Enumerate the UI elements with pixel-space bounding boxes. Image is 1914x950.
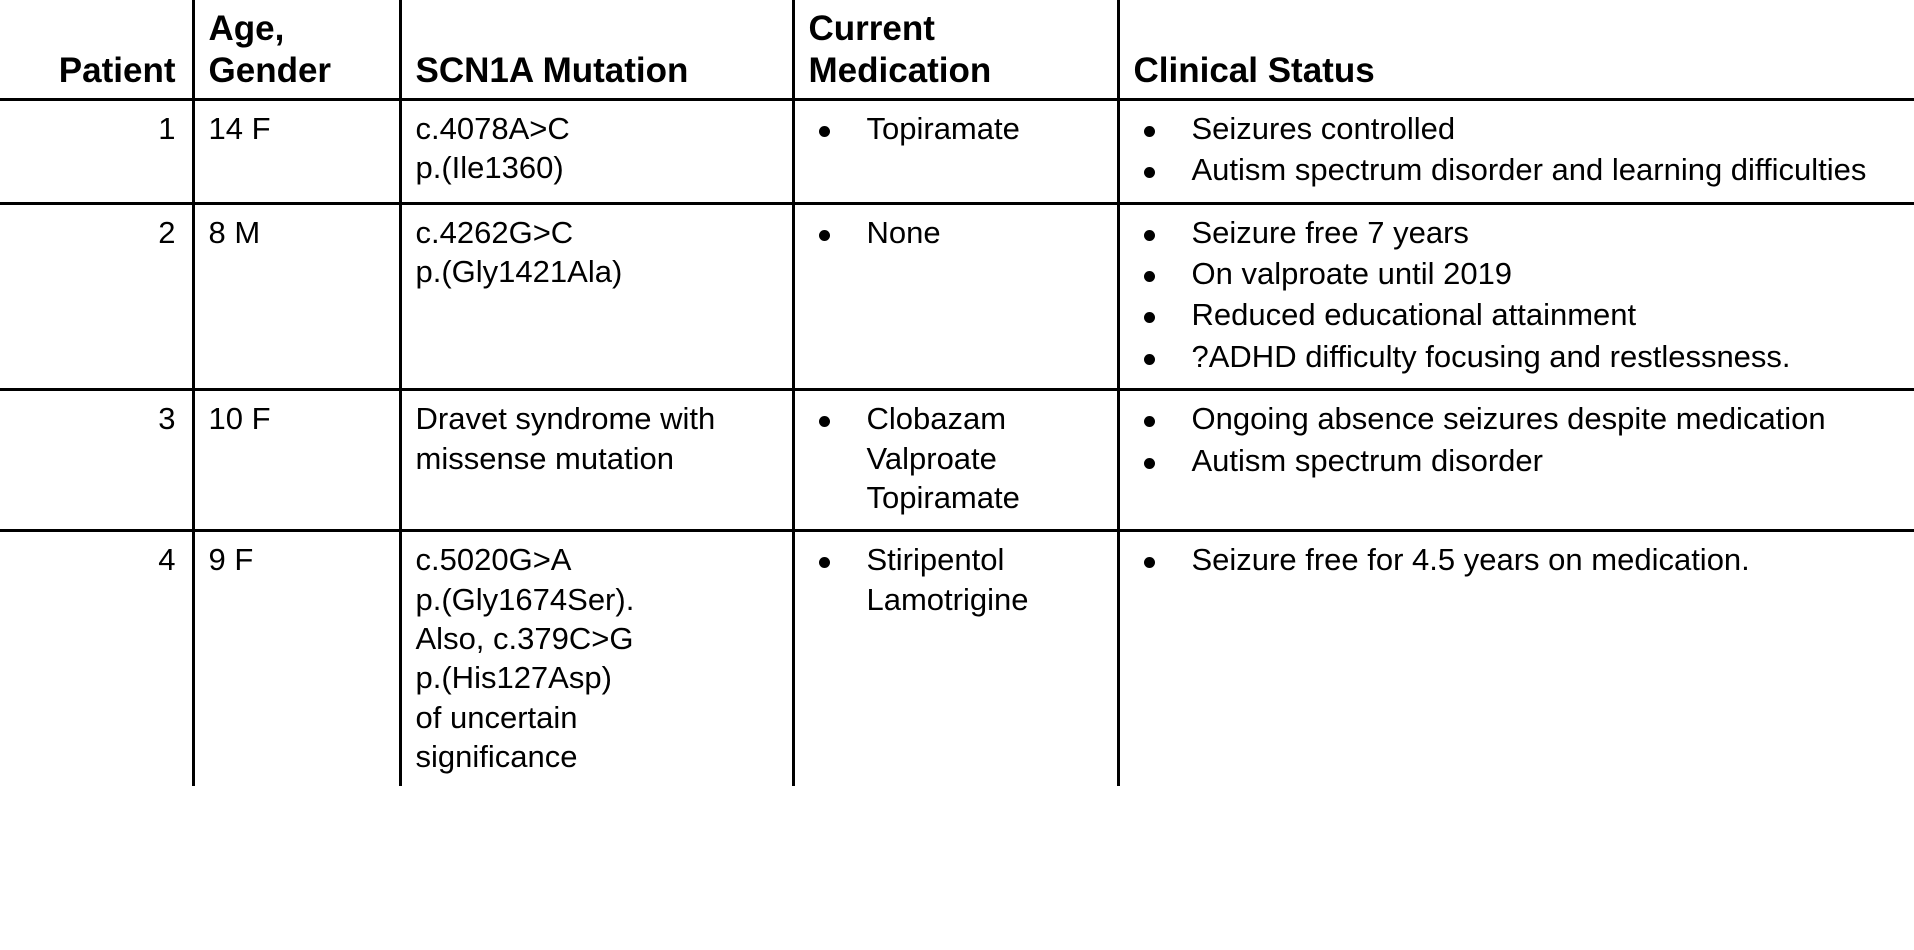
status-text: Seizure free 7 years — [1191, 214, 1469, 250]
mutation-line: Also, c.379C>G — [415, 620, 634, 656]
cell-patient-id: 2 — [0, 203, 193, 392]
medication-text: Topiramate — [866, 111, 1020, 146]
header-text-status: Clinical Status — [1133, 51, 1375, 90]
column-header-patient: Patient — [0, 0, 193, 101]
mutation-line: significance — [415, 739, 578, 775]
status-text: On valproate until 2019 — [1191, 256, 1513, 292]
column-header-current-medication: Current Medication — [791, 0, 1118, 101]
patient-id-value: 1 — [158, 111, 176, 146]
cell-age-gender: 14 F — [191, 99, 400, 205]
medication-list: None — [809, 213, 1103, 252]
cell-mutation: Dravet syndrome with missense mutation — [398, 389, 793, 533]
medication-text: None — [866, 214, 941, 250]
mutation-line: p.(Ile1360) — [415, 150, 564, 186]
age-gender-value: 10 F — [208, 401, 271, 437]
column-header-scn1a-mutation: SCN1A Mutation — [398, 0, 793, 101]
header-text-mutation: SCN1A Mutation — [415, 51, 689, 90]
cell-patient-id: 3 — [0, 389, 193, 533]
header-text-gender: Gender — [208, 51, 332, 90]
cell-medication: Stiripentol Lamotrigine — [791, 530, 1118, 787]
patient-id-value: 4 — [158, 542, 176, 578]
list-item: Reduced educational attainment — [1134, 295, 1901, 334]
cell-medication: Topiramate — [791, 99, 1118, 205]
cell-clinical-status: Seizure free for 4.5 years on medication… — [1116, 530, 1914, 787]
table-row: 4 9 F c.5020G>A p.(Gly1674Ser). Also, c.… — [0, 530, 1914, 787]
list-item: On valproate until 2019 — [1134, 254, 1901, 293]
header-text-age: Age, — [208, 9, 285, 48]
cell-patient-id: 4 — [0, 531, 193, 787]
cell-clinical-status: Seizures controlled Autism spectrum diso… — [1116, 99, 1914, 205]
mutation-line: c.4262G>C — [415, 214, 574, 250]
status-list: Seizure free 7 years On valproate until … — [1134, 213, 1901, 376]
header-row: Patient Age, Gender SCN1A Mutation Curre… — [0, 0, 1914, 101]
mutation-line: c.5020G>A — [415, 542, 572, 578]
cell-mutation: c.4262G>C p.(Gly1421Ala) — [398, 203, 793, 392]
medication-text: Stiripentol — [866, 542, 1005, 578]
list-item: Autism spectrum disorder and learning di… — [1134, 150, 1901, 189]
age-gender-value: 14 F — [208, 111, 271, 146]
mutation-line: p.(Gly1421Ala) — [415, 254, 623, 290]
mutation-line: p.(His127Asp) — [415, 660, 612, 696]
table-header: Patient Age, Gender SCN1A Mutation Curre… — [0, 0, 1914, 101]
status-list: Ongoing absence seizures despite medicat… — [1134, 399, 1901, 480]
column-header-clinical-status: Clinical Status — [1116, 0, 1914, 101]
list-item: Seizure free 7 years — [1134, 213, 1901, 252]
cell-age-gender: 10 F — [191, 389, 400, 533]
cell-medication: None — [791, 203, 1118, 392]
header-text-patient: Patient — [58, 51, 176, 90]
column-header-age-gender: Age, Gender — [191, 0, 400, 101]
medication-text: Valproate — [866, 440, 997, 476]
medication-text: Clobazam — [866, 401, 1007, 437]
status-text: Seizure free for 4.5 years on medication… — [1191, 542, 1750, 578]
status-list: Seizures controlled Autism spectrum diso… — [1134, 109, 1901, 190]
list-item: Topiramate — [809, 109, 1103, 148]
mutation-line: of uncertain — [415, 699, 578, 735]
mutation-line: Dravet syndrome with missense mutation — [415, 401, 716, 476]
mutation-line: c.4078A>C — [415, 111, 570, 146]
cell-mutation: c.4078A>C p.(Ile1360) — [398, 99, 793, 205]
status-text: Reduced educational attainment — [1191, 297, 1637, 333]
cell-medication: Clobazam Valproate Topiramate — [791, 389, 1118, 533]
header-text-current: Current — [808, 9, 935, 48]
medication-text: Topiramate — [866, 479, 1020, 515]
mutation-line: p.(Gly1674Ser). — [415, 581, 635, 617]
status-list: Seizure free for 4.5 years on medication… — [1134, 540, 1901, 579]
patient-id-value: 2 — [158, 214, 176, 250]
medication-text: Lamotrigine — [866, 581, 1029, 617]
cell-age-gender: 9 F — [191, 530, 400, 787]
status-text: Autism spectrum disorder — [1191, 442, 1543, 478]
cell-clinical-status: Seizure free 7 years On valproate until … — [1116, 203, 1914, 392]
patient-id-value: 3 — [158, 401, 176, 437]
patient-summary-table: Patient Age, Gender SCN1A Mutation Curre… — [0, 0, 1914, 787]
table-row: 2 8 M c.4262G>C p.(Gly1421Ala) None — [0, 203, 1914, 392]
list-item: Ongoing absence seizures despite medicat… — [1134, 399, 1901, 438]
medication-list: Topiramate — [809, 109, 1103, 148]
medication-list: Clobazam Valproate Topiramate — [809, 399, 1103, 517]
medication-list: Stiripentol Lamotrigine — [809, 540, 1103, 619]
status-text: Autism spectrum disorder and learning di… — [1191, 152, 1867, 188]
cell-patient-id: 1 — [0, 99, 193, 205]
cell-clinical-status: Ongoing absence seizures despite medicat… — [1116, 389, 1914, 533]
status-text: Seizures controlled — [1191, 111, 1456, 146]
table-row: 3 10 F Dravet syndrome with missense mut… — [0, 389, 1914, 533]
status-text: Ongoing absence seizures despite medicat… — [1191, 401, 1826, 437]
list-item: Seizures controlled — [1134, 109, 1901, 148]
header-text-medication: Medication — [808, 51, 992, 90]
status-text: ?ADHD difficulty focusing and restlessne… — [1191, 338, 1791, 374]
age-gender-value: 8 M — [208, 214, 261, 250]
table-row: 1 14 F c.4078A>C p.(Ile1360) Topiramate — [0, 99, 1914, 205]
list-item: Stiripentol Lamotrigine — [809, 540, 1103, 619]
list-item: Clobazam Valproate Topiramate — [809, 399, 1103, 517]
list-item: ?ADHD difficulty focusing and restlessne… — [1134, 337, 1901, 376]
cell-age-gender: 8 M — [191, 203, 400, 392]
list-item: Seizure free for 4.5 years on medication… — [1134, 540, 1901, 579]
list-item: Autism spectrum disorder — [1134, 441, 1901, 480]
list-item: None — [809, 213, 1103, 252]
cell-mutation: c.5020G>A p.(Gly1674Ser). Also, c.379C>G… — [398, 530, 793, 787]
age-gender-value: 9 F — [208, 542, 254, 578]
table-body: 1 14 F c.4078A>C p.(Ile1360) Topiramate — [0, 99, 1914, 787]
